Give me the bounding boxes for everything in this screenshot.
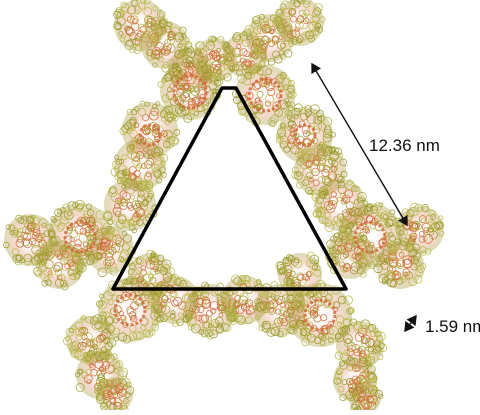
molecular-lobe [95,377,134,410]
molecular-lobes [4,0,445,410]
small-dimension-arrow [405,316,416,331]
large-dimension-label: 12.36 nm [369,136,440,156]
small-dimension-label: 1.59 nm [425,317,480,337]
